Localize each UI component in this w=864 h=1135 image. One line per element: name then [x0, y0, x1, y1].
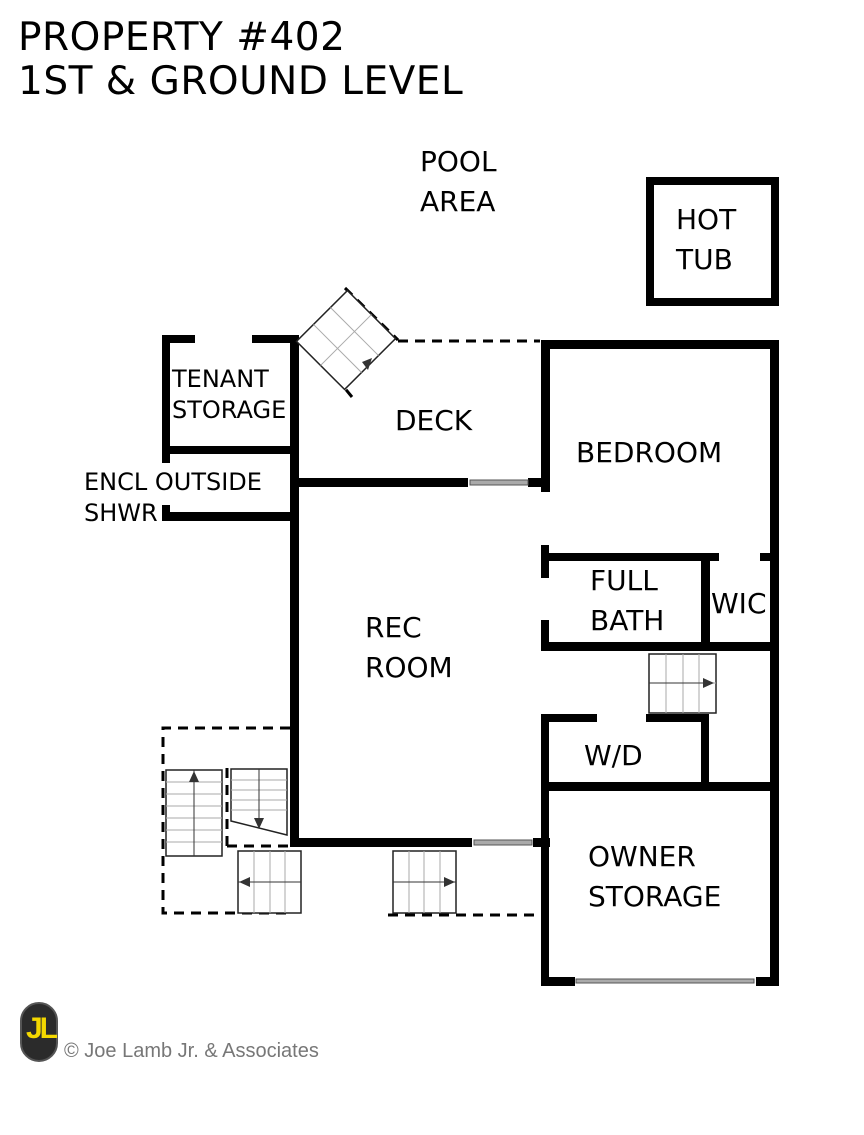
label-washer-dryer: W/D	[584, 739, 643, 772]
label-wic: WIC	[711, 587, 767, 620]
plan-subtitle: 1ST & GROUND LEVEL	[18, 59, 464, 104]
label-deck: DECK	[395, 404, 473, 437]
company-logo: JL	[20, 1002, 58, 1062]
label-bedroom: BEDROOM	[576, 436, 723, 469]
plan-title: PROPERTY #402	[18, 15, 346, 60]
copyright-text: © Joe Lamb Jr. & Associates	[64, 1040, 319, 1062]
